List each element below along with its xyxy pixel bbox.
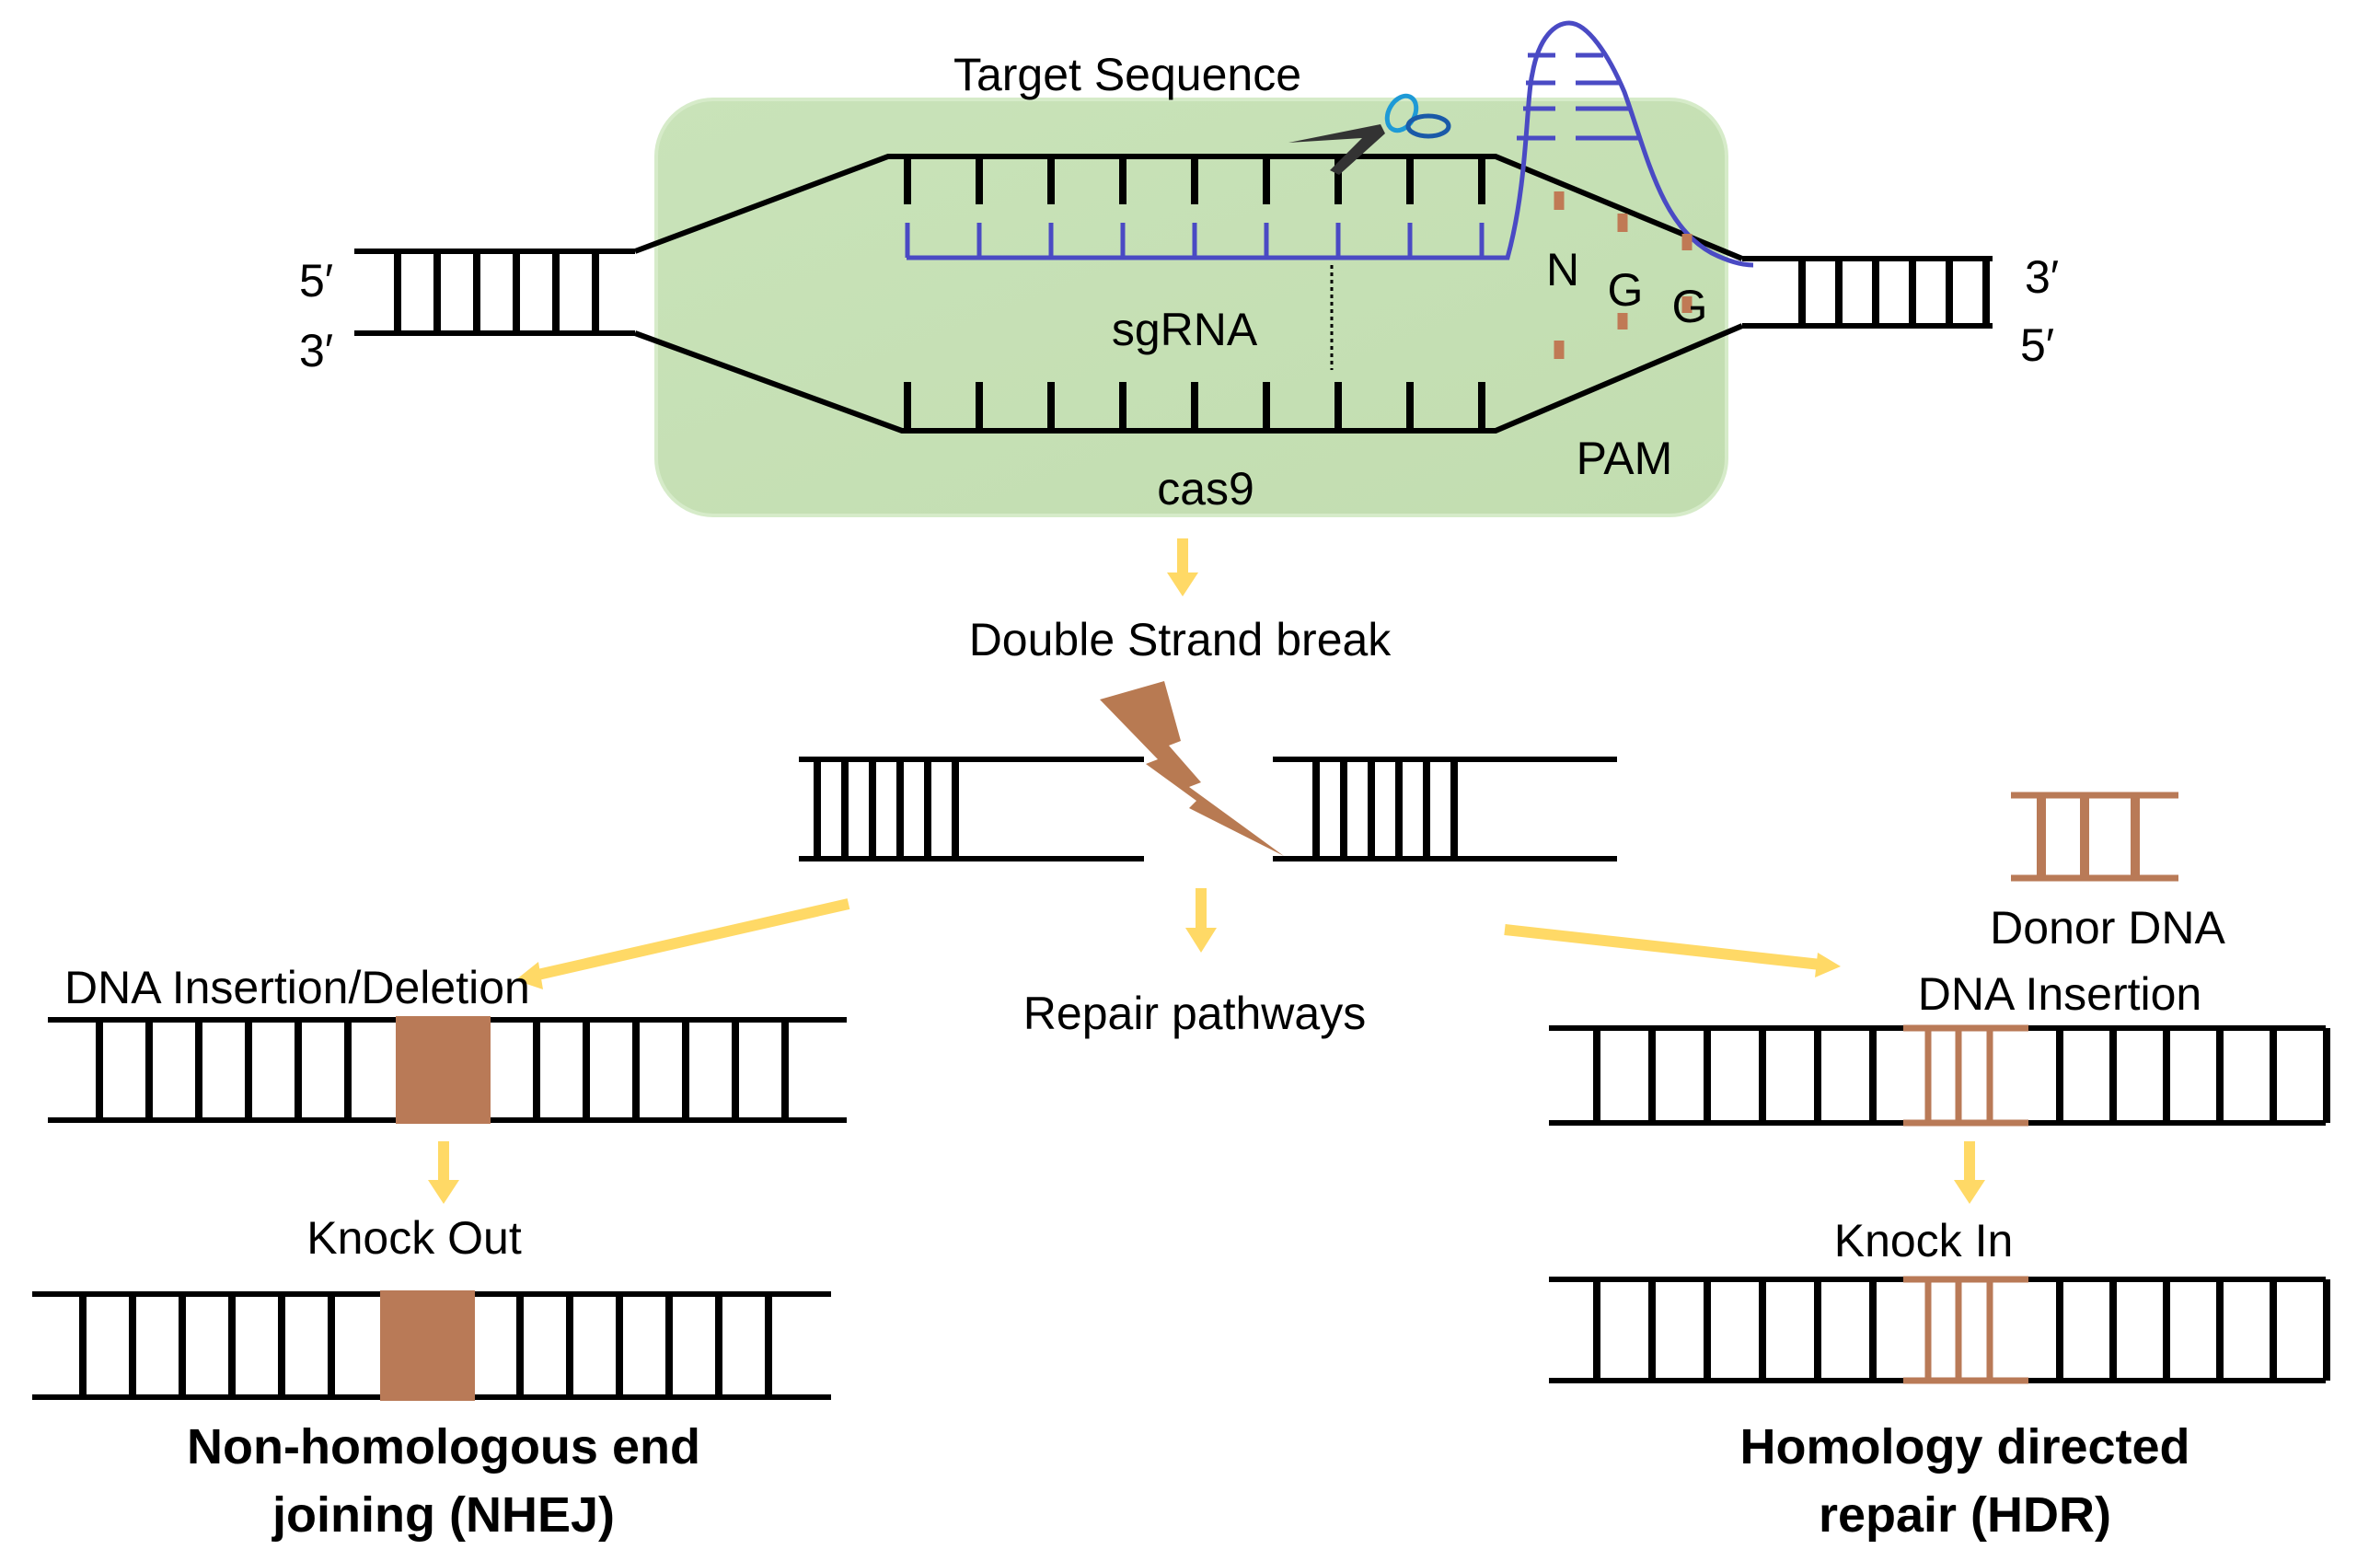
hdr-insertion-label: DNA Insertion <box>1918 968 2201 1020</box>
knock-out-label: Knock Out <box>306 1212 522 1264</box>
dna-left-end <box>354 249 635 336</box>
pam-base-n: N <box>1546 244 1579 295</box>
nhej-title-line1: Non-homologous end <box>187 1419 700 1474</box>
indel-block <box>396 1016 491 1124</box>
hdr-title-line2: repair (HDR) <box>1819 1487 2111 1543</box>
arrow-to-nhej-icon <box>515 898 850 989</box>
scissors-icon <box>1288 93 1451 175</box>
knock-in-label: Knock In <box>1834 1215 2014 1266</box>
pam-base-g1: G <box>1608 264 1644 316</box>
arrow-to-hdr-icon <box>1504 924 1841 977</box>
pam-label: PAM <box>1577 433 1673 484</box>
sgrna-strand <box>905 20 1754 268</box>
pam-base-g2: G <box>1672 281 1708 332</box>
nhej-indel-dna <box>48 1016 847 1124</box>
arrow-down-icon <box>1954 1141 1985 1204</box>
broken-dna-left <box>799 757 1144 861</box>
hdr-title-line1: Homology directed <box>1739 1419 2189 1474</box>
label-5prime-left: 5′ <box>299 255 333 306</box>
arrow-down-icon <box>428 1141 459 1204</box>
broken-dna-right <box>1273 757 1617 861</box>
arrow-to-repair-icon <box>1185 888 1217 953</box>
label-5prime-right: 5′ <box>2020 319 2054 371</box>
cas9-label: cas9 <box>1157 463 1254 515</box>
knockout-block <box>380 1290 475 1401</box>
hdr-insertion-dna <box>1549 1024 2330 1127</box>
arrow-down-icon <box>1167 538 1198 596</box>
label-3prime-right: 3′ <box>2025 251 2059 303</box>
donor-dna-label: Donor DNA <box>1990 902 2225 954</box>
target-sequence-label: Target Sequence <box>953 49 1301 100</box>
double-strand-break-label: Double Strand break <box>969 614 1392 665</box>
cas9-complex-box <box>654 98 1728 517</box>
label-3prime-left: 3′ <box>299 325 333 376</box>
nhej-indel-label: DNA Insertion/Deletion <box>64 962 530 1013</box>
sgrna-label: sgRNA <box>1112 304 1258 355</box>
pam-base-pairs <box>1554 191 1693 359</box>
donor-dna <box>2011 792 2178 882</box>
nhej-title-line2: joining (NHEJ) <box>272 1487 615 1543</box>
repair-pathways-label: Repair pathways <box>1023 988 1366 1039</box>
target-dna-bottom-strand <box>633 323 1744 434</box>
knockin-dna <box>1549 1276 2330 1384</box>
knockout-dna <box>32 1290 831 1401</box>
dna-right-end <box>1742 256 1993 329</box>
lightning-bolt-icon <box>1100 681 1284 856</box>
